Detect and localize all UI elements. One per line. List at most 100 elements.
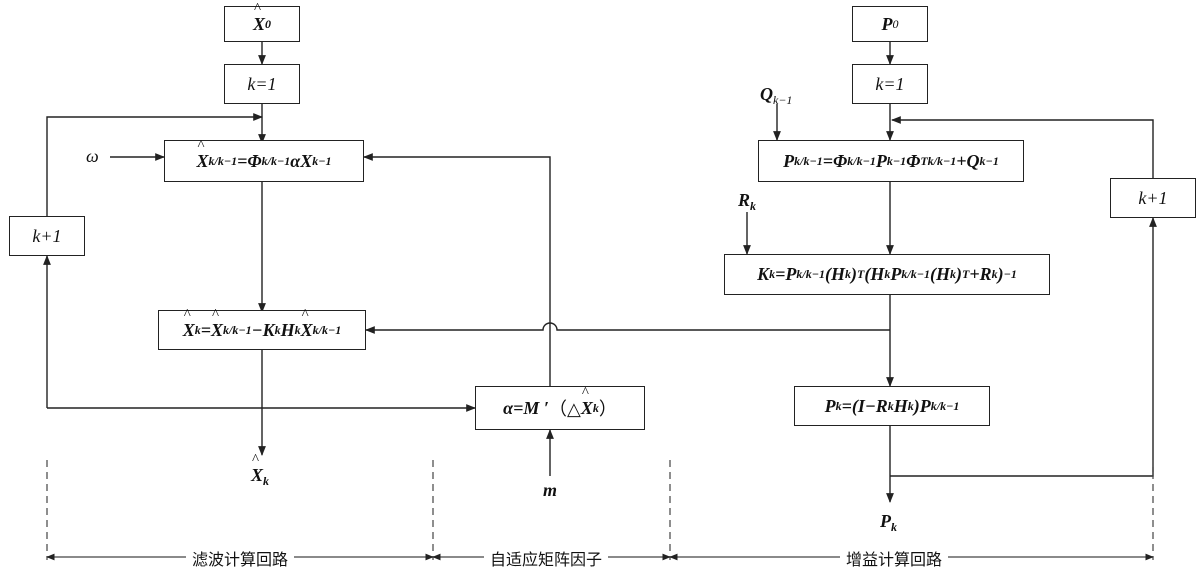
- state-output-var: X: [251, 452, 263, 486]
- g-p2: P: [890, 264, 902, 284]
- su-x2-sub: k/k−1: [312, 322, 342, 337]
- af-x-sub: k: [592, 400, 599, 415]
- cp-q: Q: [966, 150, 980, 171]
- sp-lhs-sub: k/k−1: [208, 153, 238, 168]
- su-h-sub: k: [294, 322, 301, 337]
- initial-state-sub: 0: [265, 16, 271, 31]
- state-output-sub: k: [263, 474, 270, 488]
- sp-phi: Φ: [247, 150, 262, 171]
- g-eq: =: [775, 264, 786, 284]
- loop-left-top: [46, 113, 263, 216]
- cp-q-sub: k−1: [979, 153, 999, 168]
- g-r-sub: k: [991, 267, 998, 281]
- su-h: H: [280, 319, 295, 340]
- su-x: X: [211, 307, 223, 341]
- g-r: R: [979, 264, 992, 284]
- right-kplus1-label: k+1: [1138, 187, 1168, 208]
- af-alpha: α: [503, 397, 514, 418]
- initial-cov-var: P: [881, 13, 893, 34]
- omega-label: ω: [86, 146, 99, 166]
- state-update-box: Xk=Xk/k−1−KkHkXk/k−1: [158, 307, 366, 350]
- g-close: ): [997, 264, 1004, 284]
- su-k: K: [262, 319, 275, 340]
- cu-eq: =: [841, 395, 852, 416]
- cov-output-var: P: [880, 511, 891, 531]
- m-input-label: m: [543, 480, 558, 500]
- sp-phi-sub: k/k−1: [261, 153, 291, 168]
- cu-h-sub: k: [907, 398, 914, 413]
- cu-lhs: P: [824, 395, 836, 416]
- right-k1-box: k=1: [852, 64, 928, 104]
- su-x2: X: [301, 307, 313, 341]
- arrow-alpha-to-predict: [363, 153, 551, 386]
- loop-right-top: [891, 116, 1154, 178]
- cu-r: R: [875, 395, 888, 416]
- g-h3-close: ): [955, 264, 962, 284]
- state-output-label: Xk: [251, 452, 270, 489]
- q-var: Q: [760, 84, 773, 104]
- region-adaptive-factor: 自适应矩阵因子: [484, 546, 609, 570]
- af-eq: =: [513, 397, 524, 418]
- right-k1-label: k=1: [875, 73, 905, 94]
- cp-lhs: P: [783, 150, 795, 171]
- left-k1-box: k=1: [224, 64, 300, 104]
- sp-lhs: X: [197, 138, 209, 172]
- g-open: (: [864, 264, 871, 284]
- region-gain-loop: 增益计算回路: [840, 546, 949, 570]
- g-p: P: [785, 264, 797, 284]
- su-minus: −: [251, 319, 263, 340]
- af-m: M ′: [523, 397, 549, 418]
- g-h1: (H: [825, 264, 845, 284]
- initial-state-var: X: [253, 1, 265, 35]
- initial-cov-sub: 0: [892, 16, 899, 31]
- arrow-gain-to-update: [365, 322, 890, 334]
- su-k-sub: k: [274, 322, 281, 337]
- sp-x-sub: k−1: [312, 153, 332, 168]
- q-sub: k−1: [773, 93, 793, 107]
- cov-output-sub: k: [891, 520, 897, 534]
- cov-output-label: Pk: [880, 511, 897, 535]
- g-h3: (H: [929, 264, 950, 284]
- cp-phi2: Φ: [906, 150, 921, 171]
- left-k1-label: k=1: [247, 73, 277, 94]
- sp-eq: =: [237, 150, 248, 171]
- r-sub: k: [750, 199, 757, 213]
- af-x: X: [581, 385, 593, 419]
- left-kplus1-box: k+1: [9, 216, 85, 256]
- g-h1-sub: k: [845, 267, 851, 281]
- left-kplus1-label: k+1: [32, 225, 62, 246]
- su-x-sub: k/k−1: [223, 322, 252, 337]
- cp-p: P: [875, 150, 887, 171]
- cu-close: ): [913, 395, 920, 416]
- cp-eq: =: [822, 150, 834, 171]
- r-var: R: [738, 190, 751, 210]
- cp-phi2-sub: k/k−1: [927, 153, 957, 168]
- cp-plus: +: [956, 150, 967, 171]
- g-plus: +: [969, 264, 980, 284]
- cp-phi: Φ: [833, 150, 848, 171]
- cu-open: (I−: [851, 395, 876, 416]
- su-lhs: X: [183, 307, 195, 341]
- sp-x: X: [300, 150, 313, 171]
- g-close-sup: −1: [1003, 267, 1017, 281]
- cu-lhs-sub: k: [835, 398, 842, 413]
- cu-p-sub: k/k−1: [930, 398, 960, 413]
- cp-p-sub: k−1: [886, 153, 907, 168]
- su-eq: =: [200, 319, 212, 340]
- sp-alpha: α: [290, 150, 301, 171]
- g-h2: H: [870, 264, 885, 284]
- g-h1-close: ): [851, 264, 857, 284]
- cu-h: H: [893, 395, 908, 416]
- cp-lhs-sub: k/k−1: [794, 153, 823, 168]
- su-lhs-sub: k: [194, 322, 201, 337]
- cu-p: P: [919, 395, 931, 416]
- initial-state-box: X0: [224, 1, 300, 42]
- cu-r-sub: k: [887, 398, 894, 413]
- g-lhs-sub: k: [769, 267, 776, 281]
- g-h3-sub: k: [949, 267, 956, 281]
